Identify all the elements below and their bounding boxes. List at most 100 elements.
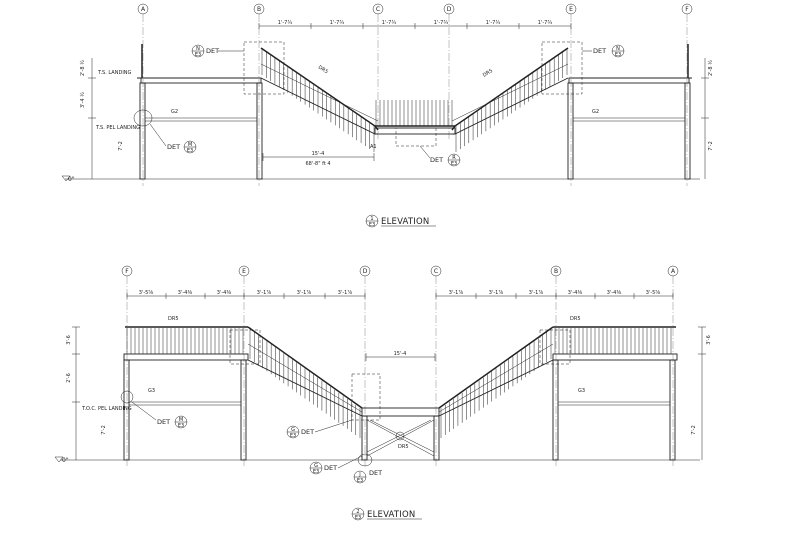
- top-dimension-string-1: 1'-7¾ 1'-7¾ 1'-7¾ 1'-7¾ 1'-7¾ 1'-7¾: [258, 20, 572, 29]
- svg-text:E3: E3: [615, 52, 621, 58]
- landing-right-1: [568, 44, 692, 84]
- grid-lines-1: [142, 14, 688, 186]
- svg-text:M: M: [188, 142, 192, 148]
- svg-text:N: N: [196, 46, 200, 52]
- svg-text:ELEVATION: ELEVATION: [367, 510, 415, 520]
- svg-text:G3: G3: [148, 388, 155, 394]
- svg-text:E3: E3: [313, 469, 319, 475]
- svg-text:C: C: [376, 6, 380, 13]
- svg-text:DR5: DR5: [168, 316, 179, 322]
- svg-text:DR5: DR5: [570, 316, 581, 322]
- mid-landing-2: [361, 407, 440, 417]
- grid-bubble-C2: C: [430, 265, 442, 277]
- grid-bubble-A2: A: [667, 265, 679, 277]
- svg-text:DR5: DR5: [482, 68, 494, 79]
- svg-text:G2: G2: [171, 109, 178, 115]
- svg-text:G: G: [314, 463, 318, 469]
- svg-text:DR5: DR5: [398, 444, 409, 450]
- left-vertical-dims-1: 2'-8 ½ T.S. LANDING 3'-4 ½ T.S. PEL LAND…: [79, 58, 140, 179]
- detail-callout-1d: DET R E3: [419, 145, 461, 167]
- svg-text:3'-1⅞: 3'-1⅞: [529, 290, 544, 296]
- svg-text:E3: E3: [187, 148, 193, 154]
- level-tag-1: 0": [61, 175, 75, 183]
- svg-text:T.S. PEL LANDING: T.S. PEL LANDING: [95, 125, 140, 131]
- grid-bubble-D2: D: [359, 265, 371, 277]
- detail-callout-1b: DET N E3: [582, 44, 625, 58]
- svg-text:R: R: [452, 155, 456, 161]
- beams-2: [129, 401, 670, 406]
- top-dimension-string-2: 3'-5⅝ 3'-4⅜ 3'-4⅜ 3'-1⅞ 3'-1⅞ 3'-1⅞ 3'-1…: [126, 290, 674, 299]
- detail-boundaries-2: [229, 329, 571, 421]
- svg-text:3'-5⅝: 3'-5⅝: [646, 290, 661, 296]
- svg-text:E3: E3: [355, 515, 361, 521]
- svg-text:3'-1⅞: 3'-1⅞: [338, 290, 353, 296]
- detail-callout-2a: DET M E3: [120, 390, 188, 429]
- svg-text:68'-8" ft 4: 68'-8" ft 4: [305, 161, 330, 167]
- right-vertical-dims-2: 3'-6 7'-2: [691, 326, 712, 460]
- detail-callout-2c: G E3 DET: [309, 455, 363, 475]
- svg-text:E3: E3: [195, 52, 201, 58]
- svg-text:2'-8 ½: 2'-8 ½: [707, 60, 714, 76]
- svg-text:3'-6: 3'-6: [66, 335, 72, 345]
- mid-landing-1: [374, 125, 456, 135]
- svg-text:1: 1: [370, 216, 373, 222]
- stair-flight-right-1: [451, 47, 569, 135]
- svg-text:3'-4⅜: 3'-4⅜: [217, 290, 232, 296]
- svg-text:7'-2: 7'-2: [708, 141, 714, 151]
- svg-text:DET: DET: [369, 469, 382, 477]
- columns-1: [139, 82, 691, 180]
- svg-text:DR5: DR5: [317, 65, 329, 76]
- svg-text:B: B: [257, 6, 261, 13]
- svg-text:7'-2: 7'-2: [118, 141, 124, 151]
- railing-balusters-2: [126, 328, 672, 438]
- svg-text:DET: DET: [167, 143, 180, 151]
- svg-text:E3: E3: [290, 433, 296, 439]
- svg-text:3'-1⅞: 3'-1⅞: [297, 290, 312, 296]
- svg-text:J: J: [358, 472, 360, 478]
- svg-text:2'-8 ½: 2'-8 ½: [79, 60, 86, 76]
- svg-text:DET: DET: [324, 464, 337, 472]
- svg-text:3'-5⅝: 3'-5⅝: [139, 290, 154, 296]
- svg-text:1'-7¾: 1'-7¾: [486, 20, 501, 26]
- elevation-2: F E D C B A: [54, 265, 712, 521]
- svg-text:A: A: [141, 6, 146, 13]
- grid-bubble-E2: E: [238, 265, 250, 277]
- svg-text:7'-2: 7'-2: [101, 425, 107, 435]
- svg-text:15'-4: 15'-4: [394, 351, 407, 357]
- mid-dimension-2: 15'-4: [365, 351, 436, 361]
- svg-text:0": 0": [68, 176, 75, 183]
- grid-bubble-C1: C: [372, 3, 384, 15]
- svg-text:ELEVATION: ELEVATION: [381, 217, 429, 227]
- svg-text:1'-7¾: 1'-7¾: [538, 20, 553, 26]
- svg-text:D: D: [363, 268, 368, 275]
- svg-text:3'-1⅞: 3'-1⅞: [257, 290, 272, 296]
- svg-text:3'-4⅜: 3'-4⅜: [607, 290, 622, 296]
- grid-bubble-F1: F: [681, 3, 693, 15]
- grid-bubble-F2: F: [121, 265, 133, 277]
- grid-bubble-B2: B: [550, 265, 562, 277]
- svg-text:1'-7¾: 1'-7¾: [382, 20, 397, 26]
- svg-text:DET: DET: [301, 428, 314, 436]
- mid-dimension-1: 15'-4 68'-8" ft 4: [262, 151, 375, 167]
- svg-text:A: A: [671, 268, 676, 275]
- elevation-1: A B C D E F: [61, 3, 714, 228]
- svg-text:B: B: [554, 268, 558, 275]
- svg-text:1'-7¾: 1'-7¾: [330, 20, 345, 26]
- svg-text:M: M: [179, 417, 183, 423]
- grid-bubble-B1: B: [253, 3, 265, 15]
- svg-text:E: E: [569, 6, 573, 13]
- detail-callout-2d: J E3 DET: [353, 453, 382, 484]
- landing-left-1: [137, 44, 262, 84]
- stair-flight-left-1: [260, 47, 379, 135]
- svg-text:15'-4: 15'-4: [312, 151, 325, 157]
- svg-text:7'-2: 7'-2: [691, 425, 697, 435]
- svg-text:3'-4⅜: 3'-4⅜: [568, 290, 583, 296]
- svg-text:2: 2: [356, 509, 359, 515]
- grid-bubble-E1: E: [565, 3, 577, 15]
- svg-text:2'-6: 2'-6: [66, 373, 72, 383]
- svg-text:G2: G2: [592, 109, 599, 115]
- svg-text:3'-6: 3'-6: [706, 335, 712, 345]
- svg-text:DET: DET: [593, 47, 606, 55]
